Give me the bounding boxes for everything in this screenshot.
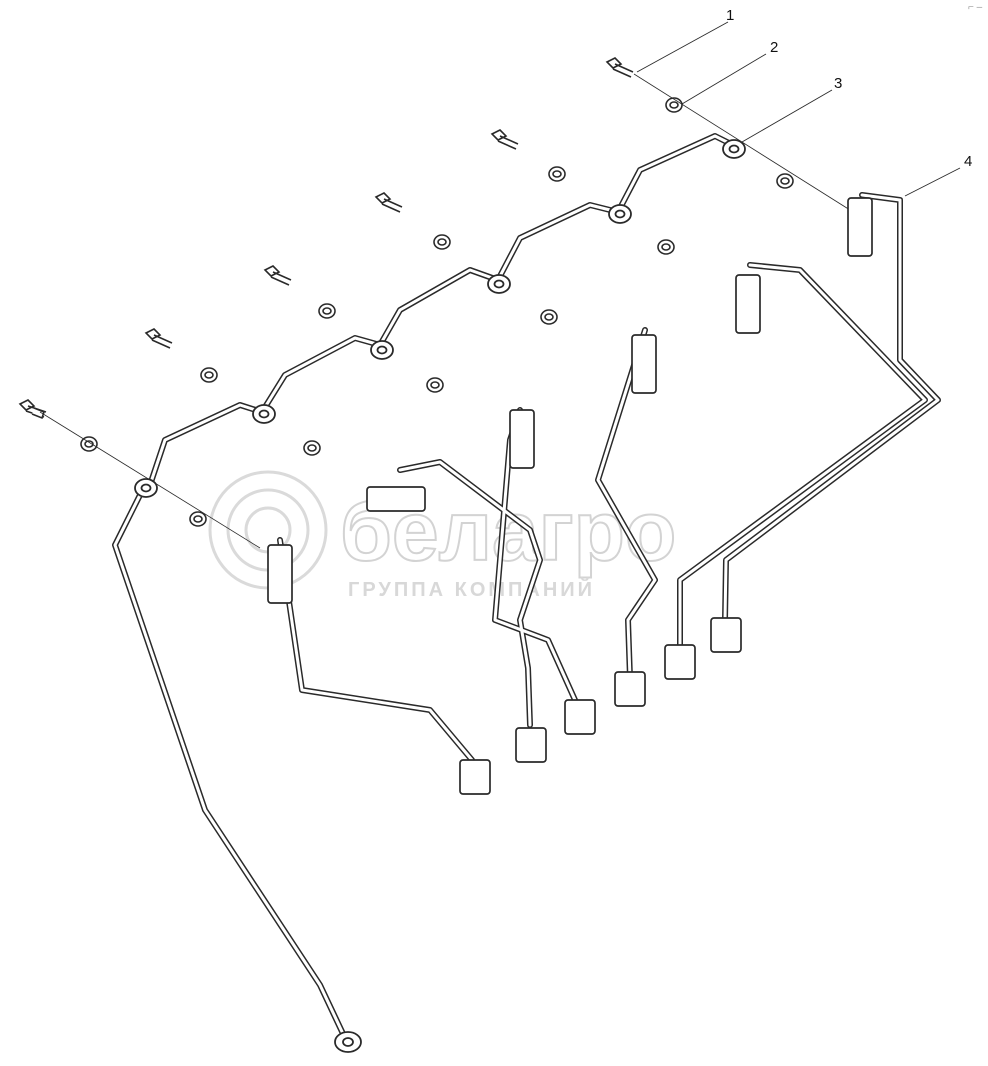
high-pressure-lines-inner xyxy=(278,193,940,762)
pump-end-nuts xyxy=(459,617,742,795)
callout-4: 4 xyxy=(964,153,972,170)
callout-4-leader xyxy=(904,167,961,197)
banjo-bolts xyxy=(18,57,634,420)
leak-off-return-line-inner xyxy=(113,134,737,1040)
banjo-fittings xyxy=(134,139,746,1053)
callout-2: 2 xyxy=(770,39,778,56)
injector-end-nuts xyxy=(267,197,873,604)
callout-1-leader xyxy=(636,21,729,73)
callout-3: 3 xyxy=(834,75,842,92)
corner-mark: ⌐ ‒ xyxy=(968,2,983,13)
callout-3-leader xyxy=(741,89,833,143)
watermark: белагро ГРУППА КОМПАНИЙ xyxy=(208,470,677,601)
callout-2-leader xyxy=(681,53,767,105)
callouts: 1 2 3 4 xyxy=(636,7,972,197)
sealing-washers xyxy=(80,97,794,527)
callout-1: 1 xyxy=(726,7,734,24)
watermark-subtitle: ГРУППА КОМПАНИЙ xyxy=(348,577,595,601)
